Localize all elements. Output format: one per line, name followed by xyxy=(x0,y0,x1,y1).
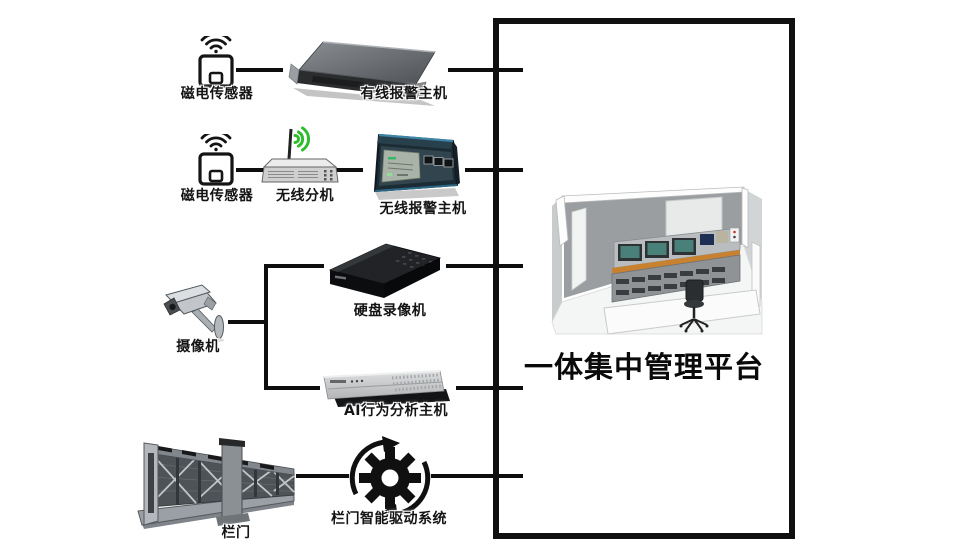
black-dvr-box-image xyxy=(324,242,446,306)
instrument-box-image xyxy=(363,130,465,202)
rack-server-image xyxy=(283,38,448,106)
wifi-sensor-icon xyxy=(196,134,236,186)
connector-camera-trunk-line xyxy=(264,264,268,390)
gate-label: 栏门 xyxy=(221,525,251,541)
sensor-row2-label: 磁电传感器 xyxy=(180,188,254,204)
wireless-extension-label: 无线分机 xyxy=(276,188,334,204)
barrier-gate-image xyxy=(136,433,296,531)
office-chair xyxy=(679,279,709,333)
control-room-illustration xyxy=(551,186,763,335)
gate-drive-label: 栏门智能驱动系统 xyxy=(331,511,447,527)
wifi-sensor-icon xyxy=(196,36,236,88)
management-platform-box xyxy=(493,18,795,539)
wired-alarm-host-label: 有线报警主机 xyxy=(360,86,448,102)
cctv-camera-image xyxy=(158,283,228,343)
camera-label: 摄像机 xyxy=(176,339,220,355)
ai-host-label: AI行为分析主机 xyxy=(343,403,449,419)
sensor-row1-label: 磁电传感器 xyxy=(180,86,254,102)
wireless-router-icon xyxy=(261,126,339,183)
platform-title: 一体集中管理平台 xyxy=(523,350,764,384)
dvr-label: 硬盘录像机 xyxy=(353,303,427,319)
connector-camera-line xyxy=(222,320,268,324)
wireless-alarm-host-label: 无线报警主机 xyxy=(379,201,467,217)
gear-cycle-icon xyxy=(349,436,431,520)
rack-unit-image xyxy=(320,367,456,409)
